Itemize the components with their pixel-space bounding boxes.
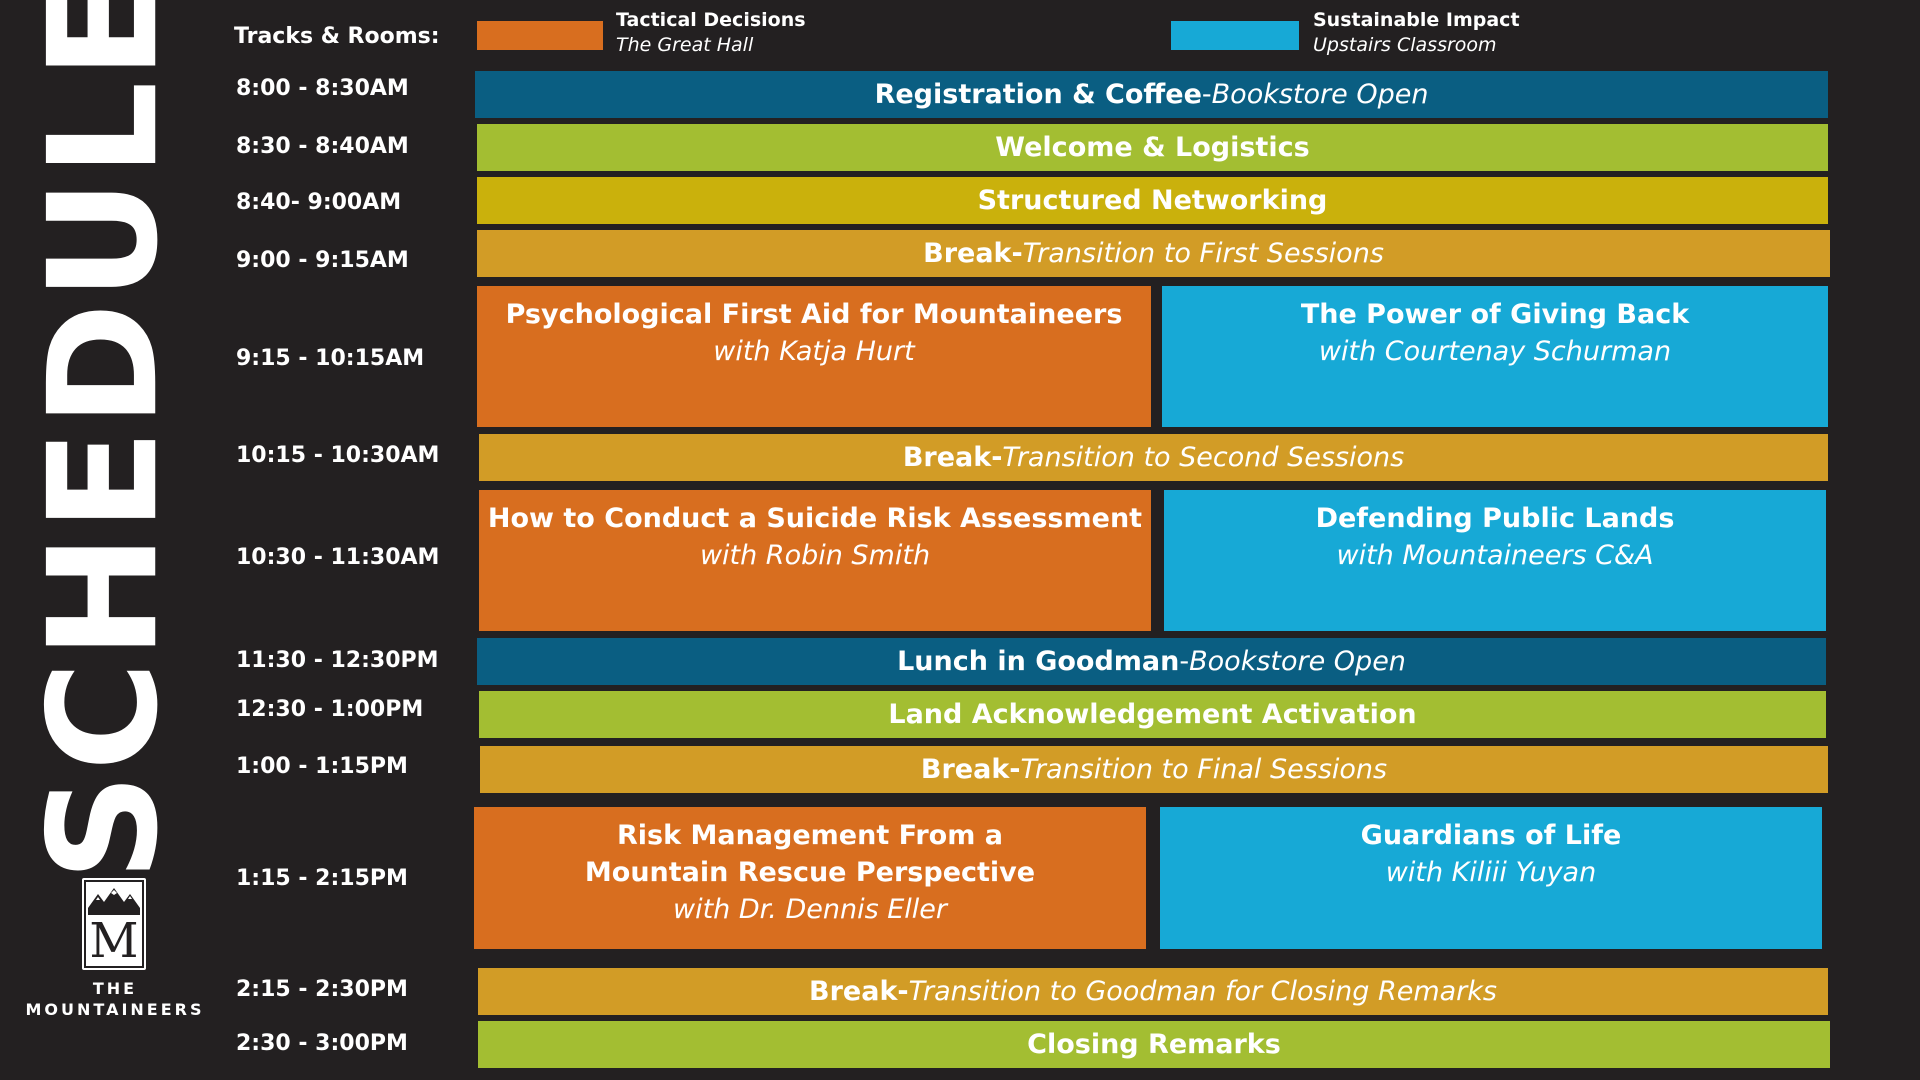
- bar-subtitle: Transition to First Sessions: [1022, 238, 1384, 269]
- time-slot: 1:15 - 2:15PM: [236, 866, 408, 891]
- time-slot: 9:15 - 10:15AM: [236, 346, 425, 371]
- legend-sustainable: Sustainable Impact Upstairs Classroom: [1313, 8, 1520, 58]
- bar-title: Registration & Coffee: [874, 79, 1202, 110]
- session-presenter: with Mountaineers C&A: [1336, 540, 1654, 571]
- bar-break-1: Break - Transition to First Sessions: [477, 230, 1830, 277]
- bar-separator: -: [1011, 238, 1023, 269]
- session-title: The Power of Giving Back: [1300, 299, 1690, 330]
- session-suicide-risk: How to Conduct a Suicide Risk Assessment…: [479, 490, 1151, 631]
- logo-line-2: MOUNTAINEERS: [25, 1000, 205, 1019]
- session-presenter: with Dr. Dennis Eller: [673, 894, 947, 925]
- session-presenter: with Kiliii Yuyan: [1385, 857, 1597, 888]
- session-guardians-of-life: Guardians of Life with Kiliii Yuyan: [1160, 807, 1822, 949]
- logo-line-1: THE: [92, 979, 138, 998]
- session-risk-management: Risk Management From a Mountain Rescue P…: [474, 807, 1146, 949]
- tracks-rooms-label: Tracks & Rooms:: [234, 24, 440, 49]
- session-title: Psychological First Aid for Mountaineers: [505, 299, 1123, 330]
- time-slot: 10:15 - 10:30AM: [236, 443, 440, 468]
- bar-break-3: Break - Transition to Final Sessions: [480, 746, 1828, 793]
- session-public-lands: Defending Public Lands with Mountaineers…: [1164, 490, 1826, 631]
- session-psych-first-aid: Psychological First Aid for Mountaineers…: [477, 286, 1151, 427]
- legend-track-name: Sustainable Impact: [1313, 9, 1520, 31]
- bar-separator: -: [991, 442, 1003, 473]
- session-title: How to Conduct a Suicide Risk Assessment: [487, 503, 1143, 534]
- bar-title: Break: [920, 754, 1010, 785]
- schedule-title-text: SCHEDULE: [17, 0, 192, 882]
- legend-swatch-tactical: [477, 21, 603, 50]
- bar-title: Land Acknowledgement Activation: [888, 699, 1417, 730]
- logo-wordmark: THE MOUNTAINEERS: [10, 978, 220, 1020]
- bar-separator: -: [1009, 754, 1021, 785]
- bar-separator: -: [897, 976, 909, 1007]
- bar-title: Closing Remarks: [1027, 1029, 1281, 1060]
- bar-separator: -: [1179, 646, 1190, 677]
- time-slot: 12:30 - 1:00PM: [236, 697, 424, 722]
- bar-subtitle: Transition to Goodman for Closing Remark…: [908, 976, 1497, 1007]
- bar-subtitle: Bookstore Open: [1189, 646, 1406, 677]
- time-slot: 2:30 - 3:00PM: [236, 1031, 408, 1056]
- bar-lunch: Lunch in Goodman - Bookstore Open: [477, 638, 1826, 685]
- session-presenter: with Robin Smith: [699, 540, 931, 571]
- bar-title: Break: [809, 976, 898, 1007]
- bar-subtitle: Transition to Final Sessions: [1020, 754, 1388, 785]
- time-slot: 10:30 - 11:30AM: [236, 545, 440, 570]
- bar-land-acknowledgement: Land Acknowledgement Activation: [479, 691, 1826, 738]
- logo-letter: M: [89, 913, 139, 969]
- bar-title: Break: [902, 442, 992, 473]
- mountaineers-logo: M: [82, 878, 146, 970]
- legend-tactical: Tactical Decisions The Great Hall: [616, 8, 806, 58]
- bar-title: Welcome & Logistics: [995, 132, 1310, 163]
- bar-separator: -: [1201, 79, 1212, 110]
- session-title-line-1: Risk Management From a: [617, 820, 1003, 851]
- bar-subtitle: Transition to Second Sessions: [1002, 442, 1405, 473]
- legend-track-name: Tactical Decisions: [616, 9, 806, 31]
- time-slot: 2:15 - 2:30PM: [236, 977, 408, 1002]
- legend-swatch-sustainable: [1171, 21, 1299, 50]
- time-slot: 1:00 - 1:15PM: [236, 754, 408, 779]
- time-slot: 11:30 - 12:30PM: [236, 648, 439, 673]
- session-presenter: with Katja Hurt: [713, 336, 915, 367]
- legend-track-room: The Great Hall: [616, 34, 754, 56]
- session-title: Defending Public Lands: [1315, 503, 1675, 534]
- bar-break-4: Break - Transition to Goodman for Closin…: [478, 968, 1828, 1015]
- time-slot: 9:00 - 9:15AM: [236, 248, 409, 273]
- mountaineers-logo-icon: [84, 880, 144, 968]
- bar-welcome: Welcome & Logistics: [477, 124, 1828, 171]
- legend-track-room: Upstairs Classroom: [1313, 34, 1497, 56]
- session-presenter: with Courtenay Schurman: [1318, 336, 1672, 367]
- session-title-line-2: Mountain Rescue Perspective: [584, 857, 1036, 888]
- bar-networking: Structured Networking: [477, 177, 1828, 224]
- time-slot: 8:40- 9:00AM: [236, 190, 402, 215]
- bar-subtitle: Bookstore Open: [1211, 79, 1429, 110]
- schedule-title: SCHEDULE: [17, 0, 191, 881]
- bar-title: Break: [923, 238, 1012, 269]
- session-giving-back: The Power of Giving Back with Courtenay …: [1162, 286, 1828, 427]
- bar-registration: Registration & Coffee - Bookstore Open: [475, 71, 1828, 118]
- bar-title: Lunch in Goodman: [897, 646, 1180, 677]
- session-title: Guardians of Life: [1360, 820, 1622, 851]
- bar-break-2: Break - Transition to Second Sessions: [479, 434, 1828, 481]
- time-slot: 8:30 - 8:40AM: [236, 134, 409, 159]
- time-slot: 8:00 - 8:30AM: [236, 76, 409, 101]
- bar-title: Structured Networking: [977, 185, 1328, 216]
- bar-closing-remarks: Closing Remarks: [478, 1021, 1830, 1068]
